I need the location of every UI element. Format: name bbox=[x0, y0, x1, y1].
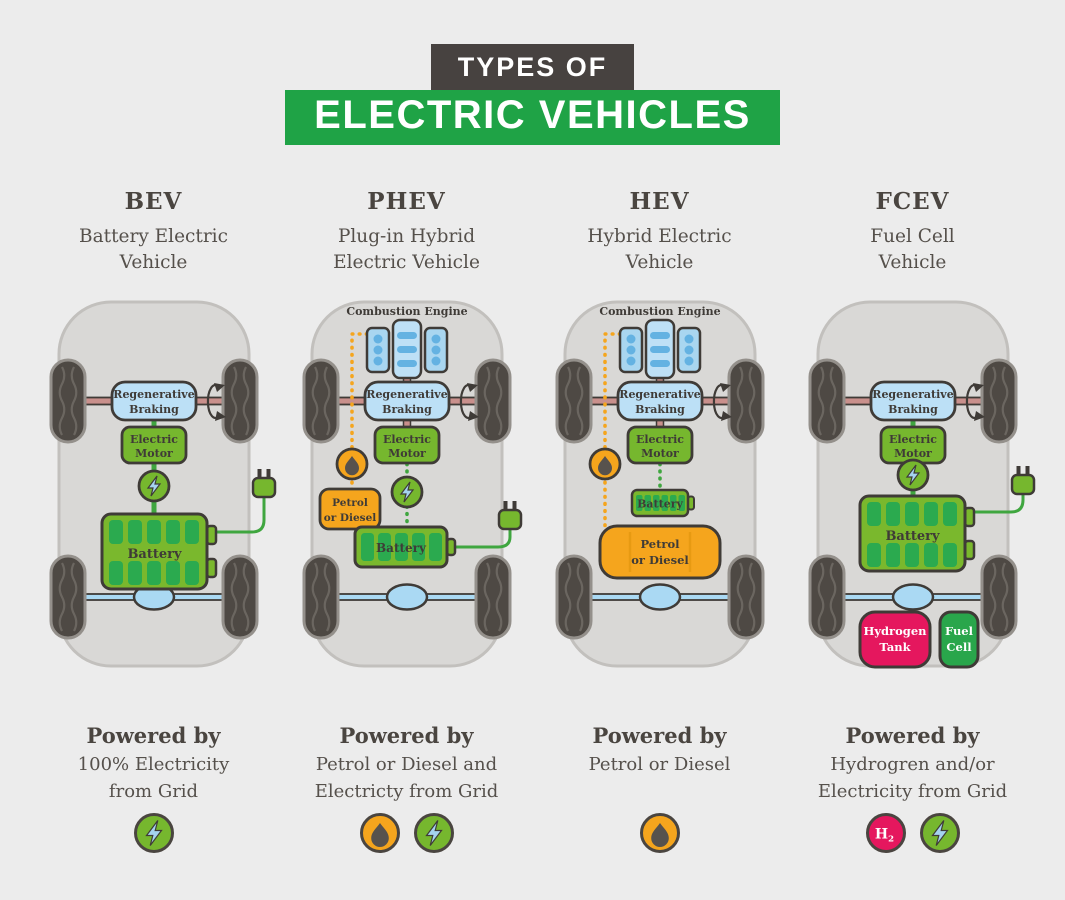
battery-small: Battery bbox=[630, 488, 695, 518]
title-kicker: TYPES OF bbox=[430, 44, 635, 90]
charging-cable bbox=[969, 494, 1024, 514]
svg-text:Motor: Motor bbox=[641, 447, 679, 460]
svg-text:Electric: Electric bbox=[635, 433, 683, 446]
electricity-icon bbox=[413, 813, 454, 853]
svg-text:Braking: Braking bbox=[888, 403, 938, 416]
svg-text:Braking: Braking bbox=[635, 403, 685, 416]
svg-text:Electric: Electric bbox=[888, 433, 936, 446]
fcev-powered-heading: Powered by bbox=[845, 723, 980, 748]
fcev-power-icons: H2 bbox=[788, 811, 1038, 855]
svg-text:Electric: Electric bbox=[382, 433, 430, 446]
svg-text:H2: H2 bbox=[874, 827, 893, 845]
hev-powered-heading: Powered by bbox=[592, 723, 727, 748]
phev-name: Plug-in Hybrid Electric Vehicle bbox=[333, 226, 480, 273]
hev-name: Hybrid Electric Vehicle bbox=[587, 226, 732, 273]
svg-text:Petrol: Petrol bbox=[332, 497, 368, 509]
column-bev: BEV Battery Electric Vehicle Battery Reg… bbox=[29, 188, 279, 855]
electric-motor-box: Electric Motor bbox=[879, 425, 946, 465]
column-phev: PHEV Plug-in Hybrid Electric Vehicle Com… bbox=[282, 188, 532, 855]
page-title: ELECTRIC VEHICLES bbox=[285, 90, 780, 145]
svg-text:Battery: Battery bbox=[637, 498, 683, 511]
svg-text:Braking: Braking bbox=[382, 403, 432, 416]
fcev-powered-lines: Hydrogren and/or Electricity from Grid bbox=[817, 754, 1008, 802]
combustion-engine-label: Combustion Engine bbox=[346, 305, 467, 318]
regenerative-braking-box: Regenerative Braking bbox=[616, 380, 703, 422]
car-diagram-phev: Combustion Engine Petrol or Diesel Batte… bbox=[282, 294, 522, 694]
fuel-icon bbox=[359, 813, 400, 853]
svg-text:Regenerative: Regenerative bbox=[113, 388, 194, 401]
petrol-tank: Petrol or Diesel bbox=[598, 524, 721, 580]
petrol-box: Petrol or Diesel bbox=[318, 487, 381, 531]
svg-text:Motor: Motor bbox=[388, 447, 426, 460]
column-fcev: FCEV Fuel Cell Vehicle Battery Regenerat… bbox=[788, 188, 1038, 855]
combustion-engine-icon bbox=[365, 318, 448, 380]
car-diagram-hev: Combustion Engine Petrol or Diesel Batte… bbox=[535, 294, 785, 694]
regenerative-braking-box: Regenerative Braking bbox=[869, 380, 956, 422]
bev-power-icons bbox=[29, 811, 279, 855]
bev-powered-lines: 100% Electricity from Grid bbox=[77, 754, 230, 802]
battery-small: Battery bbox=[353, 525, 456, 569]
fuel-drop-badge-icon bbox=[335, 447, 368, 481]
phev-power-icons bbox=[282, 811, 532, 855]
bev-abbr: BEV bbox=[124, 188, 183, 215]
combustion-engine-label: Combustion Engine bbox=[599, 305, 720, 318]
combustion-engine-icon bbox=[618, 318, 701, 380]
plug-icon bbox=[251, 467, 276, 499]
fuel-cell-box: Fuel Cell bbox=[938, 610, 979, 669]
svg-text:Motor: Motor bbox=[894, 447, 932, 460]
svg-text:Cell: Cell bbox=[946, 640, 972, 654]
fcev-name: Fuel Cell Vehicle bbox=[870, 226, 955, 273]
vehicle-columns: BEV Battery Electric Vehicle Battery Reg… bbox=[27, 188, 1038, 855]
electricity-icon bbox=[133, 813, 174, 853]
svg-text:Battery: Battery bbox=[376, 541, 427, 555]
phev-powered-heading: Powered by bbox=[339, 723, 474, 748]
electricity-badge-icon bbox=[390, 475, 423, 509]
electricity-badge-icon bbox=[896, 458, 929, 492]
fuel-line-dashed bbox=[349, 332, 369, 492]
electricity-badge-icon bbox=[137, 469, 170, 503]
phev-powered-lines: Petrol or Diesel and Electricty from Gri… bbox=[314, 754, 499, 802]
svg-text:or Diesel: or Diesel bbox=[323, 512, 376, 524]
electric-motor-box: Electric Motor bbox=[373, 425, 440, 465]
fcev-abbr: FCEV bbox=[875, 188, 950, 215]
hev-powered-lines: Petrol or Diesel bbox=[588, 754, 731, 775]
charging-cable bbox=[210, 497, 265, 534]
svg-text:Petrol: Petrol bbox=[640, 537, 680, 551]
svg-text:Electric: Electric bbox=[129, 433, 177, 446]
svg-text:Braking: Braking bbox=[129, 403, 179, 416]
fuel-icon bbox=[639, 813, 680, 853]
svg-text:Regenerative: Regenerative bbox=[366, 388, 447, 401]
regenerative-braking-box: Regenerative Braking bbox=[363, 380, 450, 422]
hydrogen-icon: H2 bbox=[865, 813, 906, 853]
hev-abbr: HEV bbox=[629, 188, 690, 215]
svg-text:Fuel: Fuel bbox=[944, 624, 973, 638]
bev-powered-heading: Powered by bbox=[86, 723, 221, 748]
svg-text:or Diesel: or Diesel bbox=[631, 553, 689, 567]
svg-text:Battery: Battery bbox=[127, 547, 182, 562]
regenerative-braking-box: Regenerative Braking bbox=[110, 380, 197, 422]
electricity-icon bbox=[919, 813, 960, 853]
battery-large: Battery bbox=[100, 512, 217, 591]
title-block: TYPES OF ELECTRIC VEHICLES bbox=[0, 44, 1065, 145]
svg-text:Regenerative: Regenerative bbox=[619, 388, 700, 401]
svg-text:Regenerative: Regenerative bbox=[872, 388, 953, 401]
svg-text:Hydrogen: Hydrogen bbox=[863, 624, 927, 638]
svg-text:Battery: Battery bbox=[885, 529, 940, 544]
fuel-drop-badge-icon bbox=[588, 447, 621, 481]
column-hev: HEV Hybrid Electric Vehicle Combustion E… bbox=[535, 188, 785, 855]
battery-large: Battery bbox=[858, 494, 975, 573]
hev-power-icons bbox=[535, 811, 785, 855]
electric-motor-box: Electric Motor bbox=[626, 425, 693, 465]
car-diagram-bev: Battery Regenerative Braking Electric Mo… bbox=[29, 294, 276, 694]
svg-text:Motor: Motor bbox=[135, 447, 173, 460]
phev-abbr: PHEV bbox=[367, 188, 446, 215]
plug-icon bbox=[1010, 464, 1035, 496]
svg-text:Tank: Tank bbox=[879, 640, 911, 654]
bev-name: Battery Electric Vehicle bbox=[79, 226, 228, 273]
charging-cable bbox=[451, 529, 511, 549]
car-diagram-fcev: Battery Regenerative Braking Electric Mo… bbox=[788, 294, 1035, 669]
hydrogen-tank-box: Hydrogen Tank bbox=[858, 610, 931, 669]
electric-motor-box: Electric Motor bbox=[120, 425, 187, 465]
